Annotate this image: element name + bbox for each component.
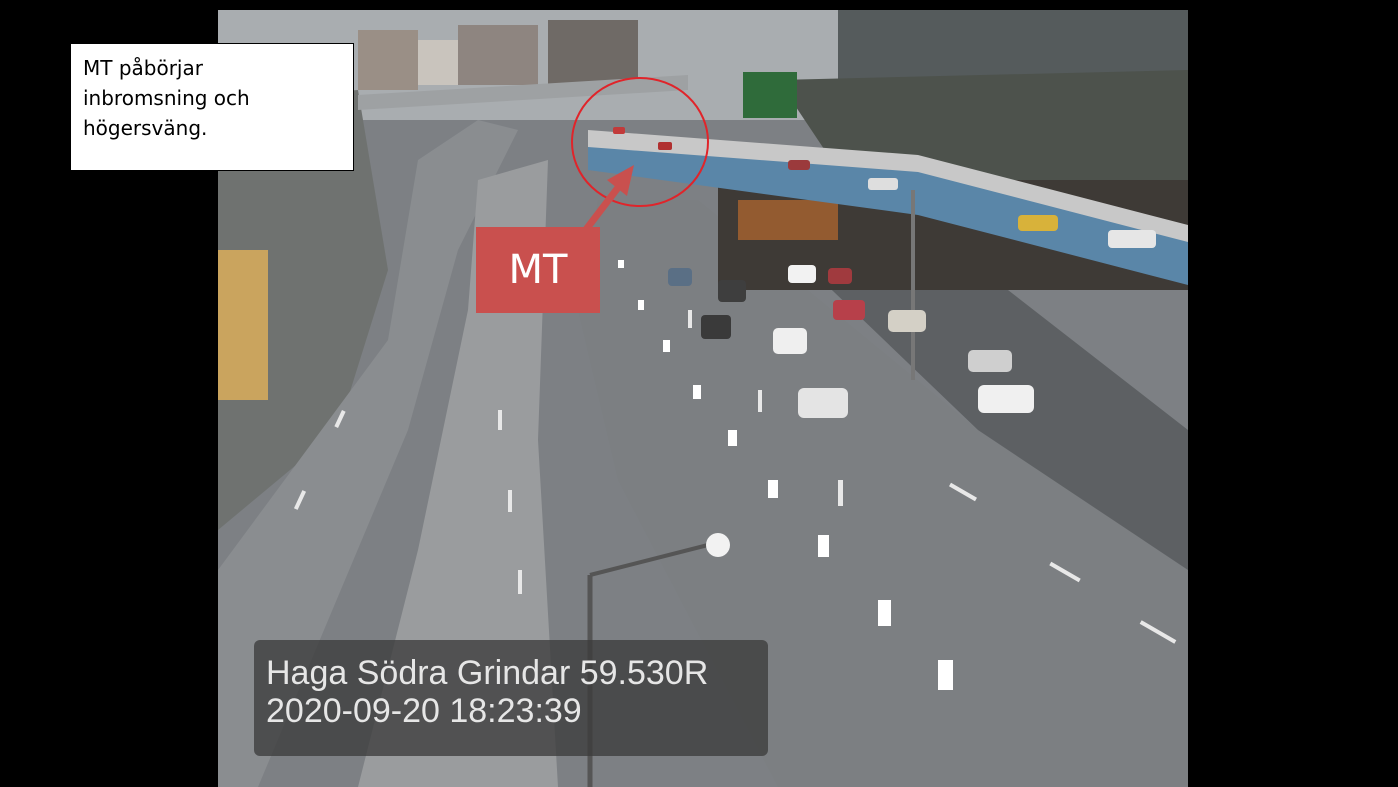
caption-line: högersväng.: [83, 116, 208, 140]
camera-timestamp: 2020-09-20 18:23:39: [266, 692, 582, 730]
caption-line: MT påbörjar: [83, 56, 203, 80]
tunnel-lights: [738, 200, 838, 240]
camera-location: Haga Södra Grindar 59.530R: [266, 654, 709, 692]
camera-overlay: Haga Södra Grindar 59.530R 2020-09-20 18…: [254, 640, 768, 756]
bridge-deck: [588, 130, 1188, 242]
vehicles: [613, 127, 1156, 418]
yellow-building: [218, 250, 268, 400]
building: [458, 25, 538, 85]
center-ramp: [358, 160, 558, 787]
pointer-arrow-head: [607, 165, 634, 196]
building: [358, 30, 418, 90]
mt-marker-label: MT: [476, 227, 600, 313]
building: [548, 20, 638, 90]
separator-chevrons: [618, 260, 953, 690]
right-carriageway: [738, 200, 1188, 570]
annotation-caption: MT påbörjar inbromsning och högersväng.: [70, 43, 354, 171]
road-sign: [743, 72, 797, 118]
highway-scene: [218, 10, 1188, 787]
lane-markings: [293, 310, 1177, 644]
left-embankment: [218, 90, 388, 530]
caption-line: inbromsning och: [83, 86, 250, 110]
overpass: [358, 75, 688, 110]
traffic-camera-image: [218, 10, 1188, 787]
lamp-arm: [589, 543, 709, 577]
bridge: [588, 145, 1188, 285]
building: [418, 40, 458, 85]
left-road: [218, 120, 518, 787]
lamp: [706, 533, 730, 557]
highlight-circle: [571, 77, 709, 207]
